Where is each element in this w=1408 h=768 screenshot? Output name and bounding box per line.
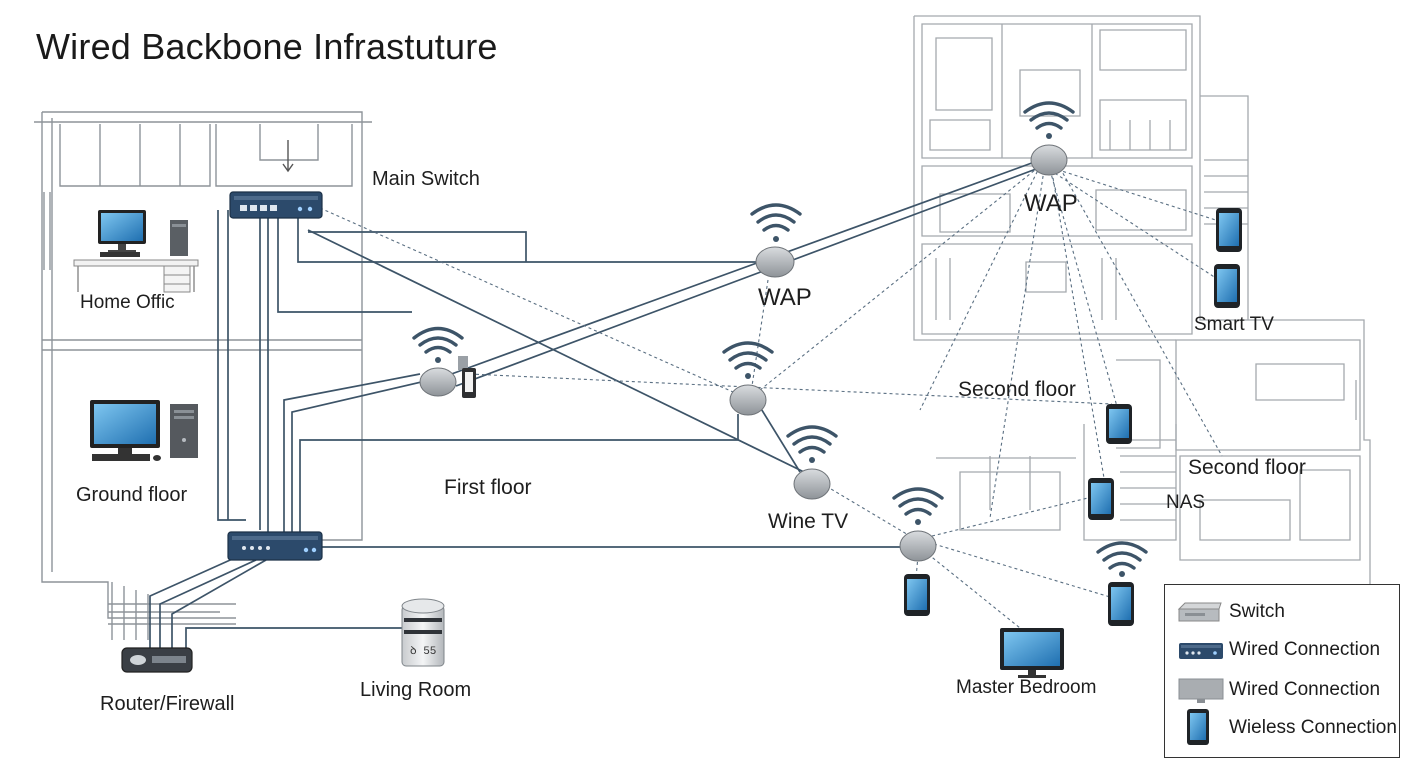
phone-icon[interactable] — [1106, 404, 1132, 444]
main-switch[interactable] — [229, 191, 323, 219]
legend-label: Switch — [1229, 601, 1285, 622]
label-main-switch: Main Switch — [372, 168, 480, 190]
switch-icon — [1177, 602, 1222, 622]
legend: Switch Wired Connection Wired Connection… — [1164, 584, 1400, 758]
label-router-firewall: Router/Firewall — [100, 693, 235, 715]
legend-label: Wieless Connection — [1229, 717, 1397, 738]
legend-item-gray-device: Wired Connection — [1165, 673, 1399, 707]
label-nas: NAS — [1166, 492, 1206, 513]
legend-item-switch: Switch — [1165, 595, 1399, 629]
label-wine-tv: Wine TV — [768, 510, 849, 533]
label-first-floor: First floor — [444, 476, 532, 499]
arrow-icon — [282, 140, 294, 173]
legend-item-phone: Wieless Connection — [1165, 709, 1399, 745]
phone-icon[interactable] — [904, 574, 930, 616]
wifi-icon-right — [1096, 541, 1148, 577]
phone-icon[interactable] — [1214, 264, 1240, 308]
label-wap-middle: WAP — [758, 284, 812, 311]
label-second-floor-b: Second floor — [1188, 456, 1306, 479]
phone-icon[interactable] — [1108, 582, 1134, 626]
tv-icon[interactable] — [1000, 628, 1064, 678]
label-living-room: Living Room — [360, 679, 472, 701]
label-wap-top: WAP — [1024, 190, 1078, 217]
legend-label: Wired Connection — [1229, 639, 1381, 660]
wap-center[interactable] — [750, 203, 802, 278]
wireless-connections — [319, 165, 1223, 629]
label-smart-tv: Smart TV — [1194, 314, 1274, 335]
ground-floor-computer-icon — [90, 400, 198, 461]
legend-label: Wired Connection — [1229, 679, 1381, 700]
wap-lower[interactable] — [892, 487, 944, 562]
label-ground-floor: Ground floor — [76, 484, 188, 506]
wap-middle[interactable] — [722, 341, 774, 416]
label-master-bedroom: Master Bedroom — [956, 677, 1097, 698]
wap-top[interactable] — [1023, 101, 1075, 176]
legend-item-wired-switch: Wired Connection — [1165, 633, 1399, 667]
floor-switch[interactable] — [227, 531, 323, 561]
gray-device-icon — [1178, 678, 1224, 703]
wap-left[interactable] — [412, 326, 476, 399]
label-second-floor-a: Second floor — [958, 378, 1076, 401]
right-floorplan — [913, 15, 1371, 700]
left-floorplan — [34, 111, 372, 640]
label-home-office: Home Offic — [80, 292, 175, 313]
home-office-computer-icon — [73, 210, 199, 293]
phone-icon — [1187, 709, 1209, 745]
page-title: Wired Backbone Infrastuture — [36, 26, 498, 67]
wap-wine-tv[interactable] — [786, 425, 838, 500]
wired-connections — [149, 159, 1045, 654]
phone-icon[interactable] — [1216, 208, 1242, 252]
nas-device-icon[interactable]: ꝺ 55 — [401, 598, 445, 667]
phone-icon[interactable] — [1088, 478, 1114, 520]
wired-switch-icon — [1179, 643, 1223, 659]
svg-text:ꝺ 55: ꝺ 55 — [410, 646, 436, 658]
router-icon[interactable] — [121, 647, 193, 673]
